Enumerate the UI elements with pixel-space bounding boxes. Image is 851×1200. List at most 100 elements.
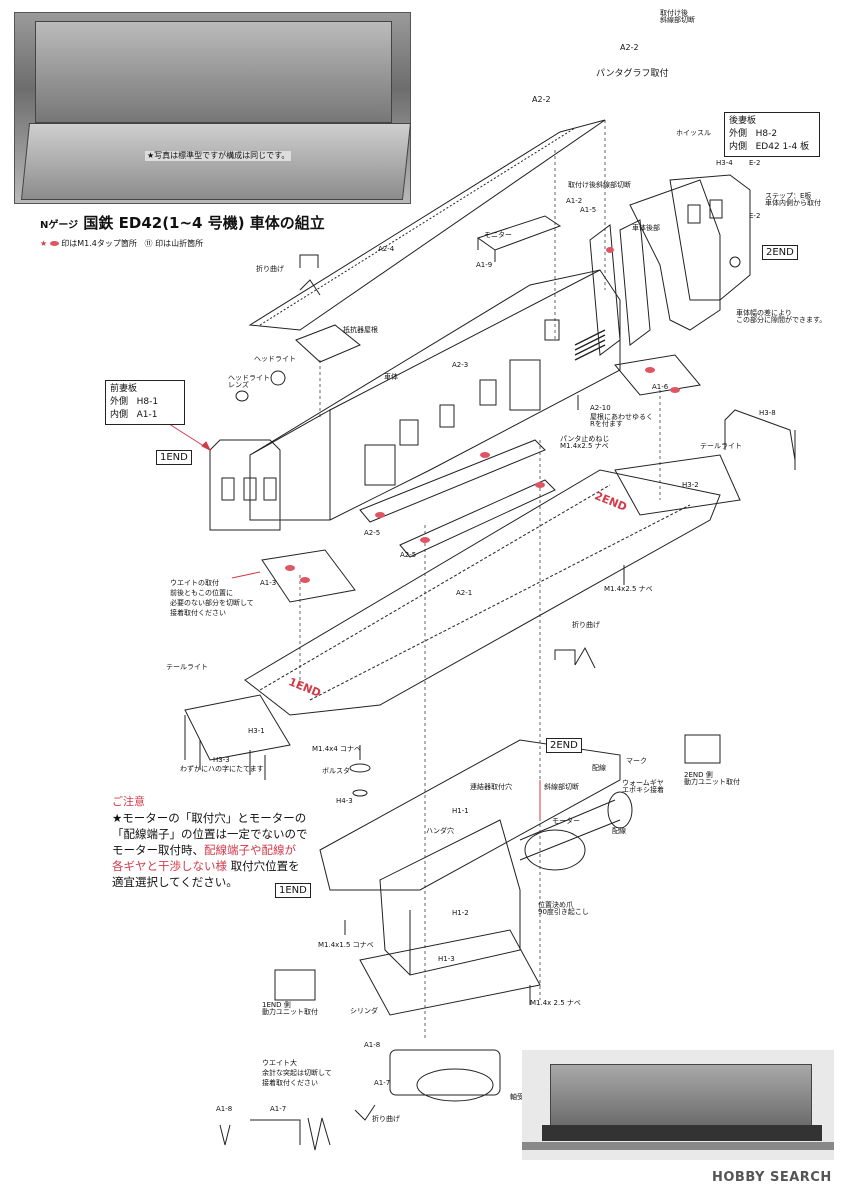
label-h3-3: H3-3 <box>213 756 230 764</box>
power-unit-2end <box>684 734 721 764</box>
label-fold-2: 折り曲げ <box>572 621 600 629</box>
chassis-a2-1 <box>244 469 721 716</box>
label-worm-gear: ウォームギヤ エポキシ接着 <box>622 779 664 794</box>
end-label-1end-bot: 1END <box>275 883 311 898</box>
label-h1-2: H1-2 <box>452 909 469 917</box>
rear-cab <box>629 179 721 331</box>
label-a2-2-left: A2-2 <box>532 95 551 104</box>
label-cut-hatched: 斜線部切断 <box>544 783 579 791</box>
label-a1-9: A1-9 <box>476 261 493 269</box>
label-a1-8-b: A1-8 <box>216 1105 233 1113</box>
label-a2-3: A2-3 <box>452 361 469 369</box>
legend: ★ 印はM1.4タップ箇所 ⑪ 印は山折箇所 <box>40 239 204 248</box>
label-a1-3: A1-3 <box>260 579 277 587</box>
label-a1-2: A1-2 <box>566 197 583 205</box>
title-text: 国鉄 ED42(1~4 号機) 車体の組立 <box>83 214 325 232</box>
bogie-a1-7 <box>389 1049 501 1096</box>
label-cut-after: 取付け後斜線部切断 <box>568 181 631 189</box>
floor-a1-6 <box>614 354 701 396</box>
label-whistle: ホイッスル <box>676 129 711 137</box>
photo-caption: ★写真は標準型ですが構成は同じです。 <box>145 151 292 161</box>
label-a1-8-a: A1-8 <box>364 1041 381 1049</box>
handrail-h3-8 <box>724 409 796 461</box>
resistor-roof <box>295 324 361 363</box>
label-a1-6: A1-6 <box>652 383 669 391</box>
rear-plate-box: 後妻板 外側 H8-2 内側 ED42 1-4 板 <box>724 112 820 157</box>
label-monitor: モニター <box>484 231 512 239</box>
label-h4-3: H4-3 <box>336 797 353 805</box>
label-h3-1: H3-1 <box>248 727 265 735</box>
label-h3-2: H3-2 <box>682 481 699 489</box>
label-h3-3-note: わずかにハの字にたてます <box>180 765 264 773</box>
label-fold-cut-top: 取付け後 斜線部切断 <box>660 9 695 24</box>
label-panta-screw: パンタ止めねじ M1.4x2.5 ナベ <box>560 435 610 450</box>
label-fold-1: 折り曲げ <box>256 265 284 273</box>
label-a2-1: A2-1 <box>456 589 473 597</box>
power-unit-1end <box>274 969 316 1001</box>
label-motor: モーター <box>552 817 580 825</box>
end-label-1end-mid: 1END <box>156 450 192 465</box>
motor-body <box>524 829 586 871</box>
label-body: 車体 <box>384 373 398 381</box>
front-plate-box: 前妻板 外側 H8-1 内側 A1-1 <box>105 380 185 425</box>
kit-photo-bottom <box>522 1050 834 1160</box>
label-a1-5: A1-5 <box>580 206 597 214</box>
label-a2-5-b: A2-5 <box>400 551 417 559</box>
label-fold-3: 折り曲げ <box>372 1115 400 1123</box>
label-solder-hole: ハンダ穴 <box>426 827 454 835</box>
strip-a2-5-b <box>399 479 556 558</box>
label-roof-note: 屋根にあわせゆるく Rを付ます <box>590 413 653 428</box>
label-a2-2-top: A2-2 <box>620 43 639 52</box>
caution-heading: ご注意 <box>112 795 145 808</box>
roof-strip-a2-4 <box>248 119 606 331</box>
mountain-fold-icon: ⑪ <box>144 239 153 248</box>
end-label-2end-mid: 2END <box>546 738 582 753</box>
label-a2-5-a: A2-5 <box>364 529 381 537</box>
label-e2-b: E-2 <box>749 212 761 220</box>
label-h3-4: H3-4 <box>716 159 733 167</box>
end-label-2end-top: 2END <box>762 245 798 260</box>
watermark: HOBBY SEARCH <box>712 1170 832 1185</box>
tap-dot-icon <box>49 241 59 246</box>
label-unit-1end: 1END 側 動力ユニット取付 <box>262 1001 318 1016</box>
label-weight-note: ウエイトの取付 前後ともこの位置に 必要のない部分を切断して 接着取付ください <box>170 579 254 617</box>
label-taillight-left: テールライト <box>166 663 208 671</box>
label-pos-claw: 位置決め爪 90度引き起こし <box>538 901 589 916</box>
bolster-part <box>349 763 371 773</box>
label-e2-a: E-2 <box>749 159 761 167</box>
kit-photo-top: ★写真は標準型ですが構成は同じです。 <box>14 12 412 204</box>
label-body-rear: 車体後部 <box>632 224 660 232</box>
label-a1-7-a: A1-7 <box>374 1079 391 1087</box>
floor-a1-3 <box>261 549 356 603</box>
label-h1-3: H1-3 <box>438 955 455 963</box>
label-a2-4: A2-4 <box>378 245 395 253</box>
caution-note: ご注意 ★モーターの「取付穴」とモーターの 「配線端子」の位置は一定でないので … <box>112 795 308 889</box>
headlight-part <box>270 370 286 386</box>
plate-h1-3 <box>359 929 541 1016</box>
label-pantograph: パンタグラフ取付 <box>596 69 669 79</box>
label-bolster: ボルスタ <box>322 767 350 775</box>
label-width-note: 車体幅の差により この部分に隙間ができます。 <box>736 309 827 324</box>
floor-h3-1 <box>184 694 291 761</box>
tap-points <box>285 247 680 583</box>
page-title: Nゲージ 国鉄 ED42(1~4 号機) 車体の組立 <box>40 212 325 233</box>
car-body <box>249 269 621 521</box>
label-axle: 軸受 <box>510 1093 524 1101</box>
label-cylinder: シリンダ <box>350 1007 378 1015</box>
label-a1-7-b: A1-7 <box>270 1105 287 1113</box>
label-m14x4: M1.4x4 コナベ <box>312 745 361 753</box>
rear-plate <box>669 174 751 301</box>
label-m14x15: M1.4x1.5 コナベ <box>318 941 374 949</box>
label-wiring-2: 配線 <box>612 827 626 835</box>
label-resistor-roof: 抵抗器屋根 <box>343 326 378 334</box>
label-mark: マーク <box>626 757 647 765</box>
monitor-part <box>476 215 562 251</box>
gauge-label: Nゲージ <box>40 220 79 231</box>
label-wiring-1: 配線 <box>592 764 606 772</box>
label-h3-8: H3-8 <box>759 409 776 417</box>
label-unit-2end: 2END 側 動力ユニット取付 <box>684 771 740 786</box>
block-h1-2 <box>379 819 521 976</box>
label-headlight: ヘッドライト <box>254 355 296 363</box>
strip-a2-5-a <box>359 439 546 523</box>
